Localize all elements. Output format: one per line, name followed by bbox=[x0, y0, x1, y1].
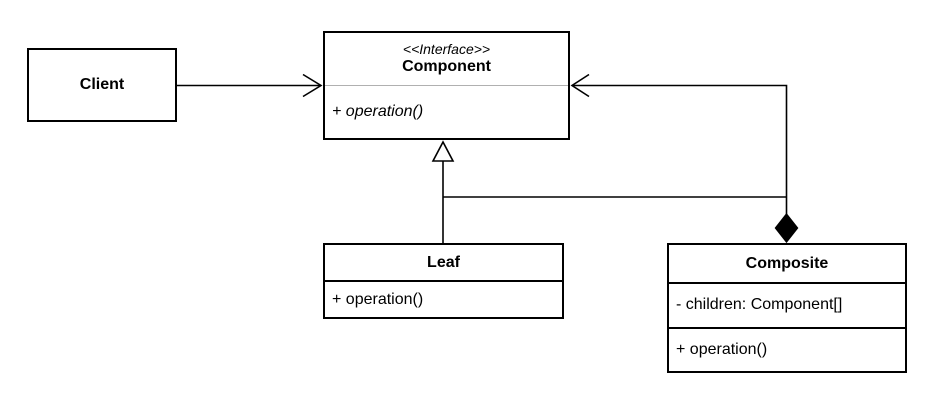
class-header: Leaf bbox=[325, 245, 562, 280]
class-name: Composite bbox=[745, 254, 829, 272]
class-box-leaf: Leaf + operation() bbox=[323, 243, 564, 319]
stereotype-label: <<Interface>> bbox=[402, 40, 491, 57]
method-row: + operation() bbox=[669, 326, 905, 372]
class-box-composite: Composite - children: Component[] + oper… bbox=[667, 243, 907, 373]
composition-line bbox=[572, 84, 788, 214]
class-box-client: Client bbox=[27, 48, 177, 122]
method-row: + operation() bbox=[325, 85, 568, 138]
class-header: Composite bbox=[669, 245, 905, 282]
class-header: <<Interface>> Component bbox=[325, 33, 568, 85]
filled-diamond-icon bbox=[774, 212, 799, 244]
client-component-association bbox=[177, 73, 323, 98]
class-box-component: <<Interface>> Component + operation() bbox=[323, 31, 570, 140]
class-name: Leaf bbox=[427, 253, 460, 271]
composite-component-composition bbox=[570, 73, 799, 244]
open-arrowhead-icon bbox=[570, 73, 590, 98]
class-name: Component bbox=[402, 58, 491, 76]
method-row: + operation() bbox=[325, 280, 562, 317]
attribute-row: - children: Component[] bbox=[669, 282, 905, 327]
generalization-links bbox=[431, 140, 787, 243]
open-arrowhead-icon bbox=[302, 73, 323, 98]
class-name: Client bbox=[79, 76, 125, 93]
class-header: Client bbox=[29, 50, 175, 120]
hollow-triangle-icon bbox=[431, 140, 455, 162]
